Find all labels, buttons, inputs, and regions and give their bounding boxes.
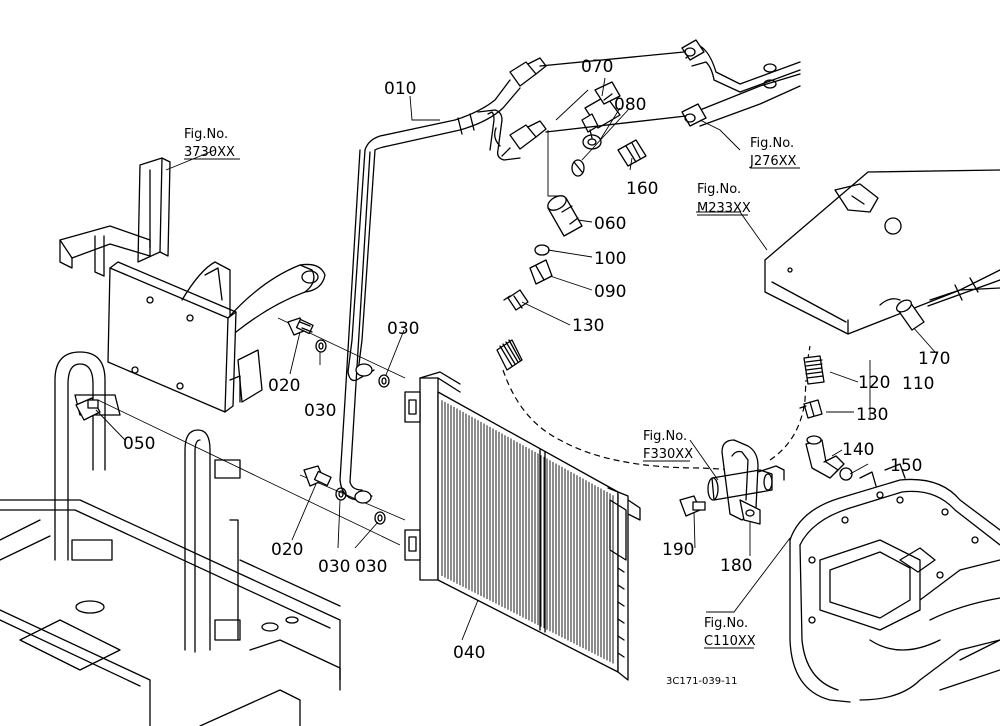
label-020-upper: 020 [268, 376, 300, 396]
label-080: 080 [614, 95, 646, 115]
fig-ref-c110: C110XX [704, 634, 756, 649]
label-030-low-a: 030 [318, 557, 350, 577]
elbow-140 [805, 435, 845, 479]
drawing-code: 3C171-039-11 [666, 676, 737, 687]
pipe-j276 [539, 39, 801, 133]
clamp-130-upper [503, 289, 529, 311]
label-110: 110 [902, 374, 934, 394]
frame-structure [0, 157, 341, 726]
hose-120 [803, 355, 825, 385]
bolt-020-upper [287, 317, 314, 336]
label-140: 140 [842, 440, 874, 460]
leader-lines [95, 77, 936, 641]
receiver-060 [547, 195, 583, 237]
label-130-upper: 130 [572, 316, 604, 336]
switch-070 [581, 81, 621, 139]
fig-ref-j276: J276XX [749, 154, 797, 169]
fig-ref-3730: 3730XX [184, 145, 235, 160]
label-030-mid: 030 [304, 401, 336, 421]
label-020-lower: 020 [271, 540, 303, 560]
label-030-low-b: 030 [355, 557, 387, 577]
adapter-160 [617, 139, 647, 167]
fig-prefix-m233: Fig.No. [697, 182, 741, 197]
fig-ref-f330: F330XX [643, 447, 693, 462]
part-labels: 010 070 080 160 060 100 090 130 030 020 … [123, 57, 950, 663]
label-160: 160 [626, 179, 658, 199]
panel-m233 [764, 169, 1000, 335]
label-190: 190 [662, 540, 694, 560]
fig-prefix-3730: Fig.No. [184, 127, 228, 142]
bracket-180 [707, 439, 785, 525]
washer-030 [315, 339, 390, 525]
fitting-050 [75, 397, 101, 421]
label-090: 090 [594, 282, 626, 302]
fig-prefix-c110: Fig.No. [704, 616, 748, 631]
clamp-130-lower [799, 399, 823, 419]
label-120: 120 [858, 373, 890, 393]
label-010: 010 [384, 79, 416, 99]
label-150: 150 [890, 456, 922, 476]
pipe-010 [339, 57, 547, 504]
label-100: 100 [594, 249, 626, 269]
figure-references: Fig.No. 3730XX Fig.No. J276XX Fig.No. M2… [184, 127, 800, 649]
label-050: 050 [123, 434, 155, 454]
fig-prefix-j276: Fig.No. [750, 136, 794, 151]
label-030-top: 030 [387, 319, 419, 339]
oring-150 [839, 467, 853, 481]
oring-100 [534, 244, 550, 256]
label-180: 180 [720, 556, 752, 576]
label-040: 040 [453, 643, 485, 663]
flexible-hose [502, 369, 741, 471]
label-170: 170 [918, 349, 950, 369]
label-130-lower: 130 [856, 405, 888, 425]
label-060: 060 [594, 214, 626, 234]
fitting-090 [529, 259, 553, 285]
bolt-190 [679, 495, 706, 517]
label-070: 070 [581, 57, 613, 77]
flexible-hose-right [769, 379, 807, 461]
housing-c110 [789, 463, 1000, 703]
bolt-020-lower [303, 465, 332, 487]
fig-ref-m233: M233XX [697, 201, 751, 216]
condenser-040 [404, 371, 641, 681]
fig-prefix-f330: Fig.No. [643, 429, 687, 444]
hose-120-left [496, 339, 523, 371]
